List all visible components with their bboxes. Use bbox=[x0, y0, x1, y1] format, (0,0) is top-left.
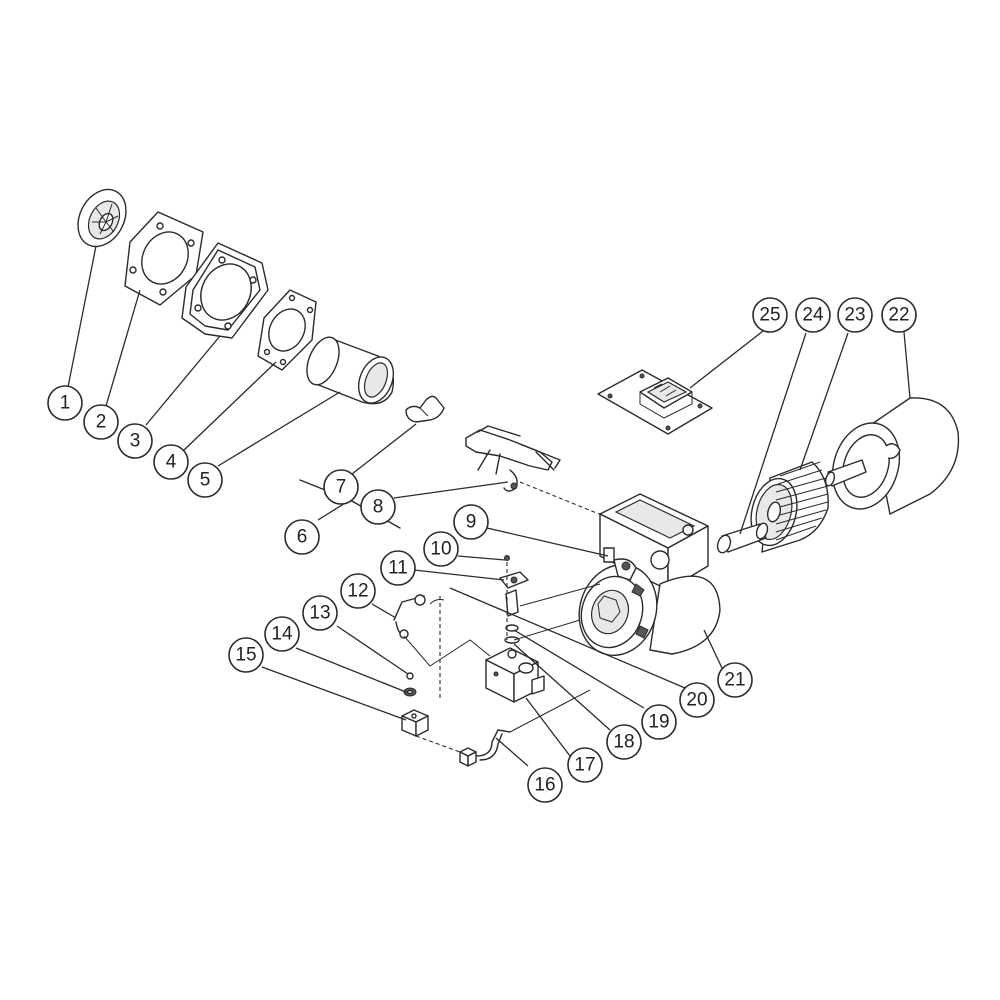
part-5-blast-tube bbox=[306, 336, 395, 405]
callout-label: 19 bbox=[648, 712, 669, 733]
callout-24: 24 bbox=[795, 297, 831, 333]
callout-13: 13 bbox=[302, 595, 338, 631]
callout-3: 3 bbox=[117, 423, 153, 459]
callout-8: 8 bbox=[360, 489, 396, 525]
callout-23: 23 bbox=[837, 297, 873, 333]
callout-label: 12 bbox=[347, 581, 368, 602]
callout-19: 19 bbox=[641, 704, 677, 740]
callout-label: 17 bbox=[574, 755, 595, 776]
assembly-dashed-lines bbox=[403, 481, 605, 753]
callout-label: 13 bbox=[309, 603, 330, 624]
callout-label: 10 bbox=[430, 539, 451, 560]
leader-lines bbox=[67, 245, 911, 767]
callout-15: 15 bbox=[228, 637, 264, 673]
callout-25: 25 bbox=[752, 297, 788, 333]
part-1-diffuser-disc bbox=[77, 188, 127, 248]
part-8-electrode-assembly bbox=[465, 425, 561, 492]
callout-label: 23 bbox=[844, 305, 865, 326]
callout-5: 5 bbox=[187, 462, 223, 498]
callout-9: 9 bbox=[453, 504, 489, 540]
part-7-clip bbox=[405, 395, 445, 423]
part-17-oil-pump bbox=[485, 647, 545, 703]
callout-12: 12 bbox=[340, 573, 376, 609]
callouts: 1 2 3 4 5 6 7 8 9 10 11 12 13 14 15 16 1… bbox=[47, 297, 917, 803]
callout-label: 5 bbox=[200, 470, 211, 491]
callout-label: 1 bbox=[60, 393, 71, 414]
callout-label: 22 bbox=[888, 305, 909, 326]
callout-11: 11 bbox=[380, 550, 416, 586]
part-2-gasket bbox=[124, 211, 204, 306]
callout-label: 4 bbox=[166, 452, 177, 473]
callout-label: 15 bbox=[235, 645, 256, 666]
callout-label: 18 bbox=[613, 732, 634, 753]
parts-10-11-stem bbox=[499, 555, 529, 644]
callout-6: 6 bbox=[284, 519, 320, 555]
callout-10: 10 bbox=[423, 531, 459, 567]
callout-7: 7 bbox=[323, 469, 359, 505]
part-3-flange bbox=[181, 242, 269, 339]
callout-2: 2 bbox=[83, 404, 119, 440]
callout-4: 4 bbox=[153, 444, 189, 480]
callout-label: 25 bbox=[759, 305, 780, 326]
callout-label: 6 bbox=[297, 527, 308, 548]
callout-label: 24 bbox=[802, 305, 824, 326]
part-25-control-board bbox=[597, 369, 713, 435]
callout-22: 22 bbox=[881, 297, 917, 333]
callout-label: 11 bbox=[388, 558, 408, 579]
part-24-coupling bbox=[716, 522, 769, 554]
parts-13-14-washers bbox=[403, 672, 417, 697]
callout-label: 16 bbox=[534, 775, 555, 796]
callout-label: 8 bbox=[373, 497, 384, 518]
part-22-motor bbox=[824, 397, 960, 515]
callout-label: 14 bbox=[271, 624, 293, 645]
callout-label: 20 bbox=[686, 690, 707, 711]
part-21-housing bbox=[578, 493, 721, 656]
part-12-pipe bbox=[393, 594, 426, 639]
callout-18: 18 bbox=[606, 724, 642, 760]
callout-17: 17 bbox=[567, 747, 603, 783]
callout-21: 21 bbox=[717, 662, 753, 698]
part-16-photocell bbox=[459, 729, 511, 767]
part-4-gasket bbox=[257, 289, 317, 371]
callout-1: 1 bbox=[47, 385, 83, 421]
callout-20: 20 bbox=[679, 682, 715, 718]
part-15-solenoid bbox=[401, 709, 429, 737]
callout-14: 14 bbox=[264, 616, 300, 652]
callout-label: 9 bbox=[466, 512, 477, 533]
callout-label: 3 bbox=[130, 431, 141, 452]
callout-label: 7 bbox=[336, 477, 347, 498]
callout-label: 2 bbox=[96, 412, 107, 433]
callout-16: 16 bbox=[527, 767, 563, 803]
callout-label: 21 bbox=[724, 670, 745, 691]
